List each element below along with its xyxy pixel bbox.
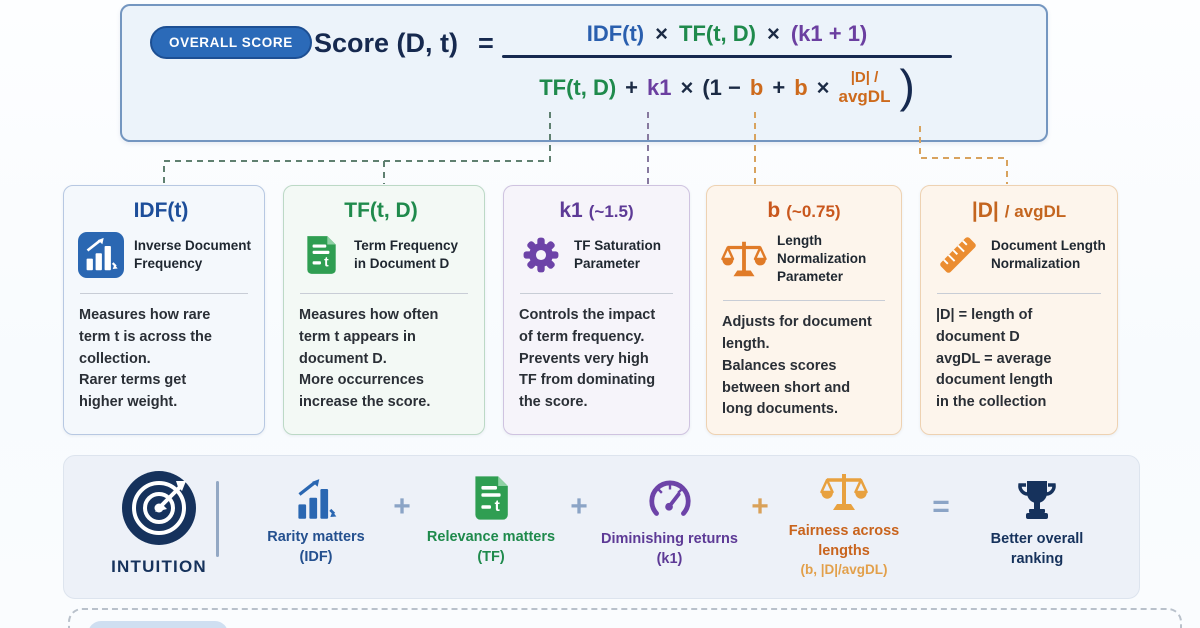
numerator-k1-term: (k1 + 1) [790,21,868,46]
equals-operator: = [932,490,950,523]
card-title: |D| / avgDL [921,199,1117,223]
denominator-close-paren: ) [899,60,915,112]
card-tf: TF(t, D) t Term Frequency in Document D … [283,185,485,435]
fraction-bar [502,55,952,58]
denominator-times-1: × [680,75,694,100]
scales-icon [721,236,767,282]
bottom-pill [88,621,228,628]
scales-icon [820,474,868,510]
intuition-item-idf: Rarity matters (IDF) [241,478,391,567]
intuition-item-line1: Fairness across [788,523,900,539]
denominator-b-term-2: b [794,75,808,100]
card-body: Measures how rare term t is across the c… [79,307,212,410]
intuition-item-line1: Diminishing returns [601,531,738,547]
card-title-main: TF(t, D) [344,199,418,222]
card-icon-label: Inverse Document Frequency [134,238,252,271]
ruler-icon [935,232,981,278]
denominator-plus-1: + [625,75,639,100]
denominator-k1-term: k1 [647,75,672,100]
svg-text:t: t [324,255,329,270]
card-title: b (~0.75) [707,199,901,223]
intuition-item-k1: Diminishing returns (k1) [587,478,752,569]
denominator-plus-2: + [772,75,786,100]
card-title: k1 (~1.5) [504,199,689,223]
intuition-item-tf: t Relevance matters (TF) [416,474,566,567]
document-icon: t [475,476,508,520]
card-body: Measures how often term t appears in doc… [299,307,439,410]
numerator-times-1: × [655,21,668,46]
card-body: Adjusts for document length. Balances sc… [722,314,872,418]
card-k1: k1 (~1.5) TF Saturation Parameter Control… [503,185,690,435]
svg-text:t: t [495,498,500,515]
bottom-section-box [68,608,1182,628]
fraction-denominator: TF(t, D) + k1 × (1 − b + b × |D| / avgDL… [539,60,915,112]
denominator-b-term-1: b [749,75,764,100]
plus-operator: + [751,490,769,523]
card-body: |D| = length of document D avgDL = avera… [936,307,1053,410]
denominator-times-2: × [816,75,830,100]
intuition-item-line2: ranking [1010,550,1064,567]
card-title-main: |D| [971,199,999,222]
numerator-times-2: × [766,21,780,46]
score-lhs-text: Score (D, t) [314,28,459,58]
intuition-item-line1: Relevance matters [426,529,556,545]
intuition-label: INTUITION [111,557,207,576]
card-icon-label: Length Normalization Parameter [777,233,867,284]
bar-chart-icon [78,232,124,278]
intuition-item-ranking: Better overall ranking [962,476,1112,569]
trophy-icon [1018,481,1056,519]
overall-score-badge: OVERALL SCORE [150,26,312,59]
card-title-sub: (~1.5) [588,202,634,221]
card-divider [520,293,673,294]
card-title-main: k1 [559,199,583,222]
gear-icon [518,232,564,278]
card-title-sub: / avgDL [1004,202,1067,221]
denominator-open-paren: (1 − [702,75,741,100]
intuition-item-line3: (b, |D|/avgDL) [800,562,888,578]
numerator-tf-term: TF(t, D) [679,21,756,46]
plus-operator: + [570,490,588,523]
card-title: TF(t, D) [284,199,484,223]
intuition-item-line2: (IDF) [299,548,333,565]
card-idf: IDF(t) Inverse Document Frequency Measur… [63,185,265,435]
card-b: b(~0.75) Length Normalization Parameter … [706,185,902,435]
equals-sign: = [478,28,494,58]
overall-score-formula-box: OVERALL SCORE Score (D, t) = IDF(t) × TF(… [120,4,1048,142]
target-icon [122,471,196,545]
card-divider [80,293,248,294]
denominator-tf-term: TF(t, D) [539,75,617,100]
card-title-main: b [767,199,781,222]
bar-chart-icon [298,479,337,519]
bm25-fraction: IDF(t) × TF(t, D) × (k1 + 1) TF(t, D) + … [502,14,952,111]
intuition-item-line2: (TF) [477,548,505,565]
intuition-item-line1: Rarity matters [267,529,365,545]
gauge-icon [648,480,691,516]
card-divider [723,300,885,302]
intuition-item-line1: Better overall [990,531,1084,547]
card-icon-label: Term Frequency in Document D [354,238,459,271]
document-icon: t [298,232,344,278]
intuition-item-line2: lengths [818,542,870,559]
card-title: IDF(t) [64,199,264,223]
card-body: Controls the impact of term frequency. P… [519,307,656,410]
fraction-numerator: IDF(t) × TF(t, D) × (k1 + 1) [587,14,868,54]
intuition-brand: INTUITION [84,470,234,577]
card-divider [300,293,468,294]
intuition-item-line2: (k1) [656,550,683,567]
card-dl: |D|/ avgDL Document L [920,185,1118,435]
plus-operator: + [393,490,411,523]
card-title-main: IDF(t) [133,199,189,222]
intuition-bar: INTUITION Rarity matters (IDF) + [63,455,1140,599]
intuition-divider [216,481,219,557]
card-icon-label: TF Saturation Parameter [574,238,661,271]
intuition-item-b: Fairness across lengths (b, |D|/avgDL) [770,468,918,579]
card-icon-label: Document Length Normalization [991,238,1106,271]
doc-length-ratio: |D| / avgDL [838,69,891,106]
card-divider [937,293,1101,294]
numerator-idf-term: IDF(t) [586,21,645,46]
doc-length-term: |D| / [850,69,879,87]
score-expression: Score (D, t) = [314,28,494,59]
card-title-sub: (~0.75) [786,202,841,221]
avgdl-term: avgDL [838,86,891,106]
